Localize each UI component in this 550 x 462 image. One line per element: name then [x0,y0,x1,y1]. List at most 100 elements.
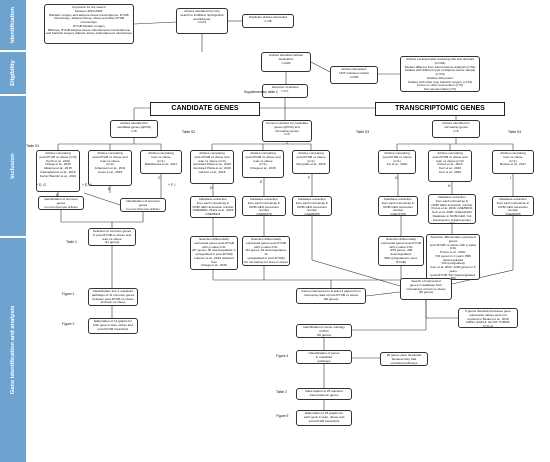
box-text-line: (979 genes; 408 downregulated, [389,248,413,257]
box-text-line: (n=2) [106,162,114,167]
box-text-line: duplication [278,56,294,61]
box-text-line: reported in Bedoui et al., 2016 [467,316,509,321]
box-text-line: 716 genes in 2 years (586 downregulated [435,253,471,262]
box-text-line: Studies with power [427,75,453,80]
box-text-line: lean vs obese [151,154,171,159]
box-text-line: Elaboration of 25 graphs for [304,411,344,415]
box-text-line: n=17 [281,88,289,93]
box-text-line: Identification of common genes [126,199,160,207]
box-text-line: from each microarray in [381,200,415,205]
box-text-line: Ortega et al., 2015 [250,166,276,171]
box-text-line: both gene in lean, obese and [93,322,133,327]
box-text-line: (post-RYGB: 817 downregulated, 383 [430,272,476,280]
box-text-line: post-RYGB transcripts [308,418,340,423]
box-text-line: NCBI GEO accession number [431,202,473,207]
box-text-line: microarray genes [275,128,299,133]
box-text-line: Database extraction [298,197,326,201]
box-text-line: Kerr et al., 2020 [438,166,461,171]
box-text-line: (11 genes) [104,240,120,245]
label-c: C [158,176,161,180]
box-text-line: Common articles for candidate [266,121,308,125]
box-text-line: search in PubMed, Springerlink [180,12,224,17]
box-transcriptomic-common: Genes intersected in at least 2 papers f… [296,288,366,304]
connector-line [365,291,401,297]
box-text-line: microarray genes [444,124,468,129]
label-e: E [260,180,263,184]
box-text-line: Lahovic et al., 2016 [198,169,226,174]
box-text-line: GSE53378 [256,212,272,216]
box-text-line: GSE66921 [205,212,221,217]
box-text-line: (CES1, EGFL6, GLYAT, TURM4, [465,320,511,325]
box-text-line: with p-value 0.01 [254,244,278,249]
box-text-line: Identification of common genes [44,197,78,205]
box-text-line: Kerrh et al., 2010 [46,158,70,163]
label-d: D [210,186,213,190]
phase-eligibility: Eligibility [0,52,26,94]
box-text-line: Ortega et al., 2015 [201,263,227,268]
box-text-line: 5 genes discarded because gene [465,309,511,313]
box-text-line: Articles identified for [442,121,470,125]
box-text-line: Database extraction [438,195,466,199]
label-plus-dg: + D, G [36,183,46,187]
box-text-line: NCBI GEO accession number [297,204,327,213]
box-text-line: unrelated pathways [390,360,418,365]
box-text-line: Johansson et al., 2011 [94,166,126,171]
box-text-line: Selection differentially [385,237,417,241]
phase-inclusion: Inclusion [0,96,26,236]
box-text-line: and bariatric surgery adipose tissue sub… [46,31,132,36]
box-text-line: post-RYGB vs obese and [194,154,230,159]
box-text-line: Articles comparing [500,151,526,155]
box-text-line: Jones et al., 2018 [97,169,123,174]
box-text-line: n=6 [453,128,459,133]
label-figure-4: Figure 4 [276,354,289,358]
box-text-line: Gonzalez Plaza et al., 2016 [193,166,231,171]
box-text-line: Poirus et al., 2016: [440,250,466,255]
phase-gene-identification: Gene identification and analysis [0,238,26,462]
box-text-line: lean vs obese [503,154,523,159]
box-text-line: in post-RYGB vs obese and [92,232,132,237]
box-text-line: Articles excluded after reviewing title … [406,57,474,65]
box-text-line: in metabolic [315,354,333,359]
box-text-line: Articles comparing [199,151,225,155]
box-text-line: Keywords for the search [72,5,106,9]
box-text-line: NCBI GEO accession number [383,204,413,213]
box-text-line: Selection of common genes [92,229,132,233]
label-figure-5: Figure 5 [276,414,289,418]
box-text-line: Articles comparing [384,151,410,155]
box-text-line: Selection differentially expressed genes [430,235,476,243]
box-text-line: n=3 [284,132,290,137]
box-text-line: (18 genes) [136,211,151,212]
box-text-line: upregulated in post-RYGB) [195,252,233,257]
box-text-line: Identification in Gene ontology [303,325,345,329]
box-text-line: from each microarray in [295,200,329,205]
box-text-line: microarray data of post-RYGB vs obese [303,292,359,297]
box-text-line: Articles discarded: [341,67,367,71]
connector-line [310,61,331,73]
box-text-line: microarrays, adipose tissue, obese and a… [53,16,125,25]
box-text-line: Articles comparing [148,151,174,155]
box-text-line: Lahovic et al., 2016 obtained from [194,255,234,264]
label-f: F [308,176,311,180]
box-text-line: between 2010-2023: [74,8,104,13]
box-text-line: Selection differentially [250,237,282,241]
connector-line [451,269,514,285]
box-text-line: with p-value 0.01 [389,244,413,249]
box-text-line: Focus on other intervention (n=5) [417,83,463,88]
label-b: B [108,187,111,191]
box-text-line: Database in NCBI-GEO, but [432,213,472,218]
